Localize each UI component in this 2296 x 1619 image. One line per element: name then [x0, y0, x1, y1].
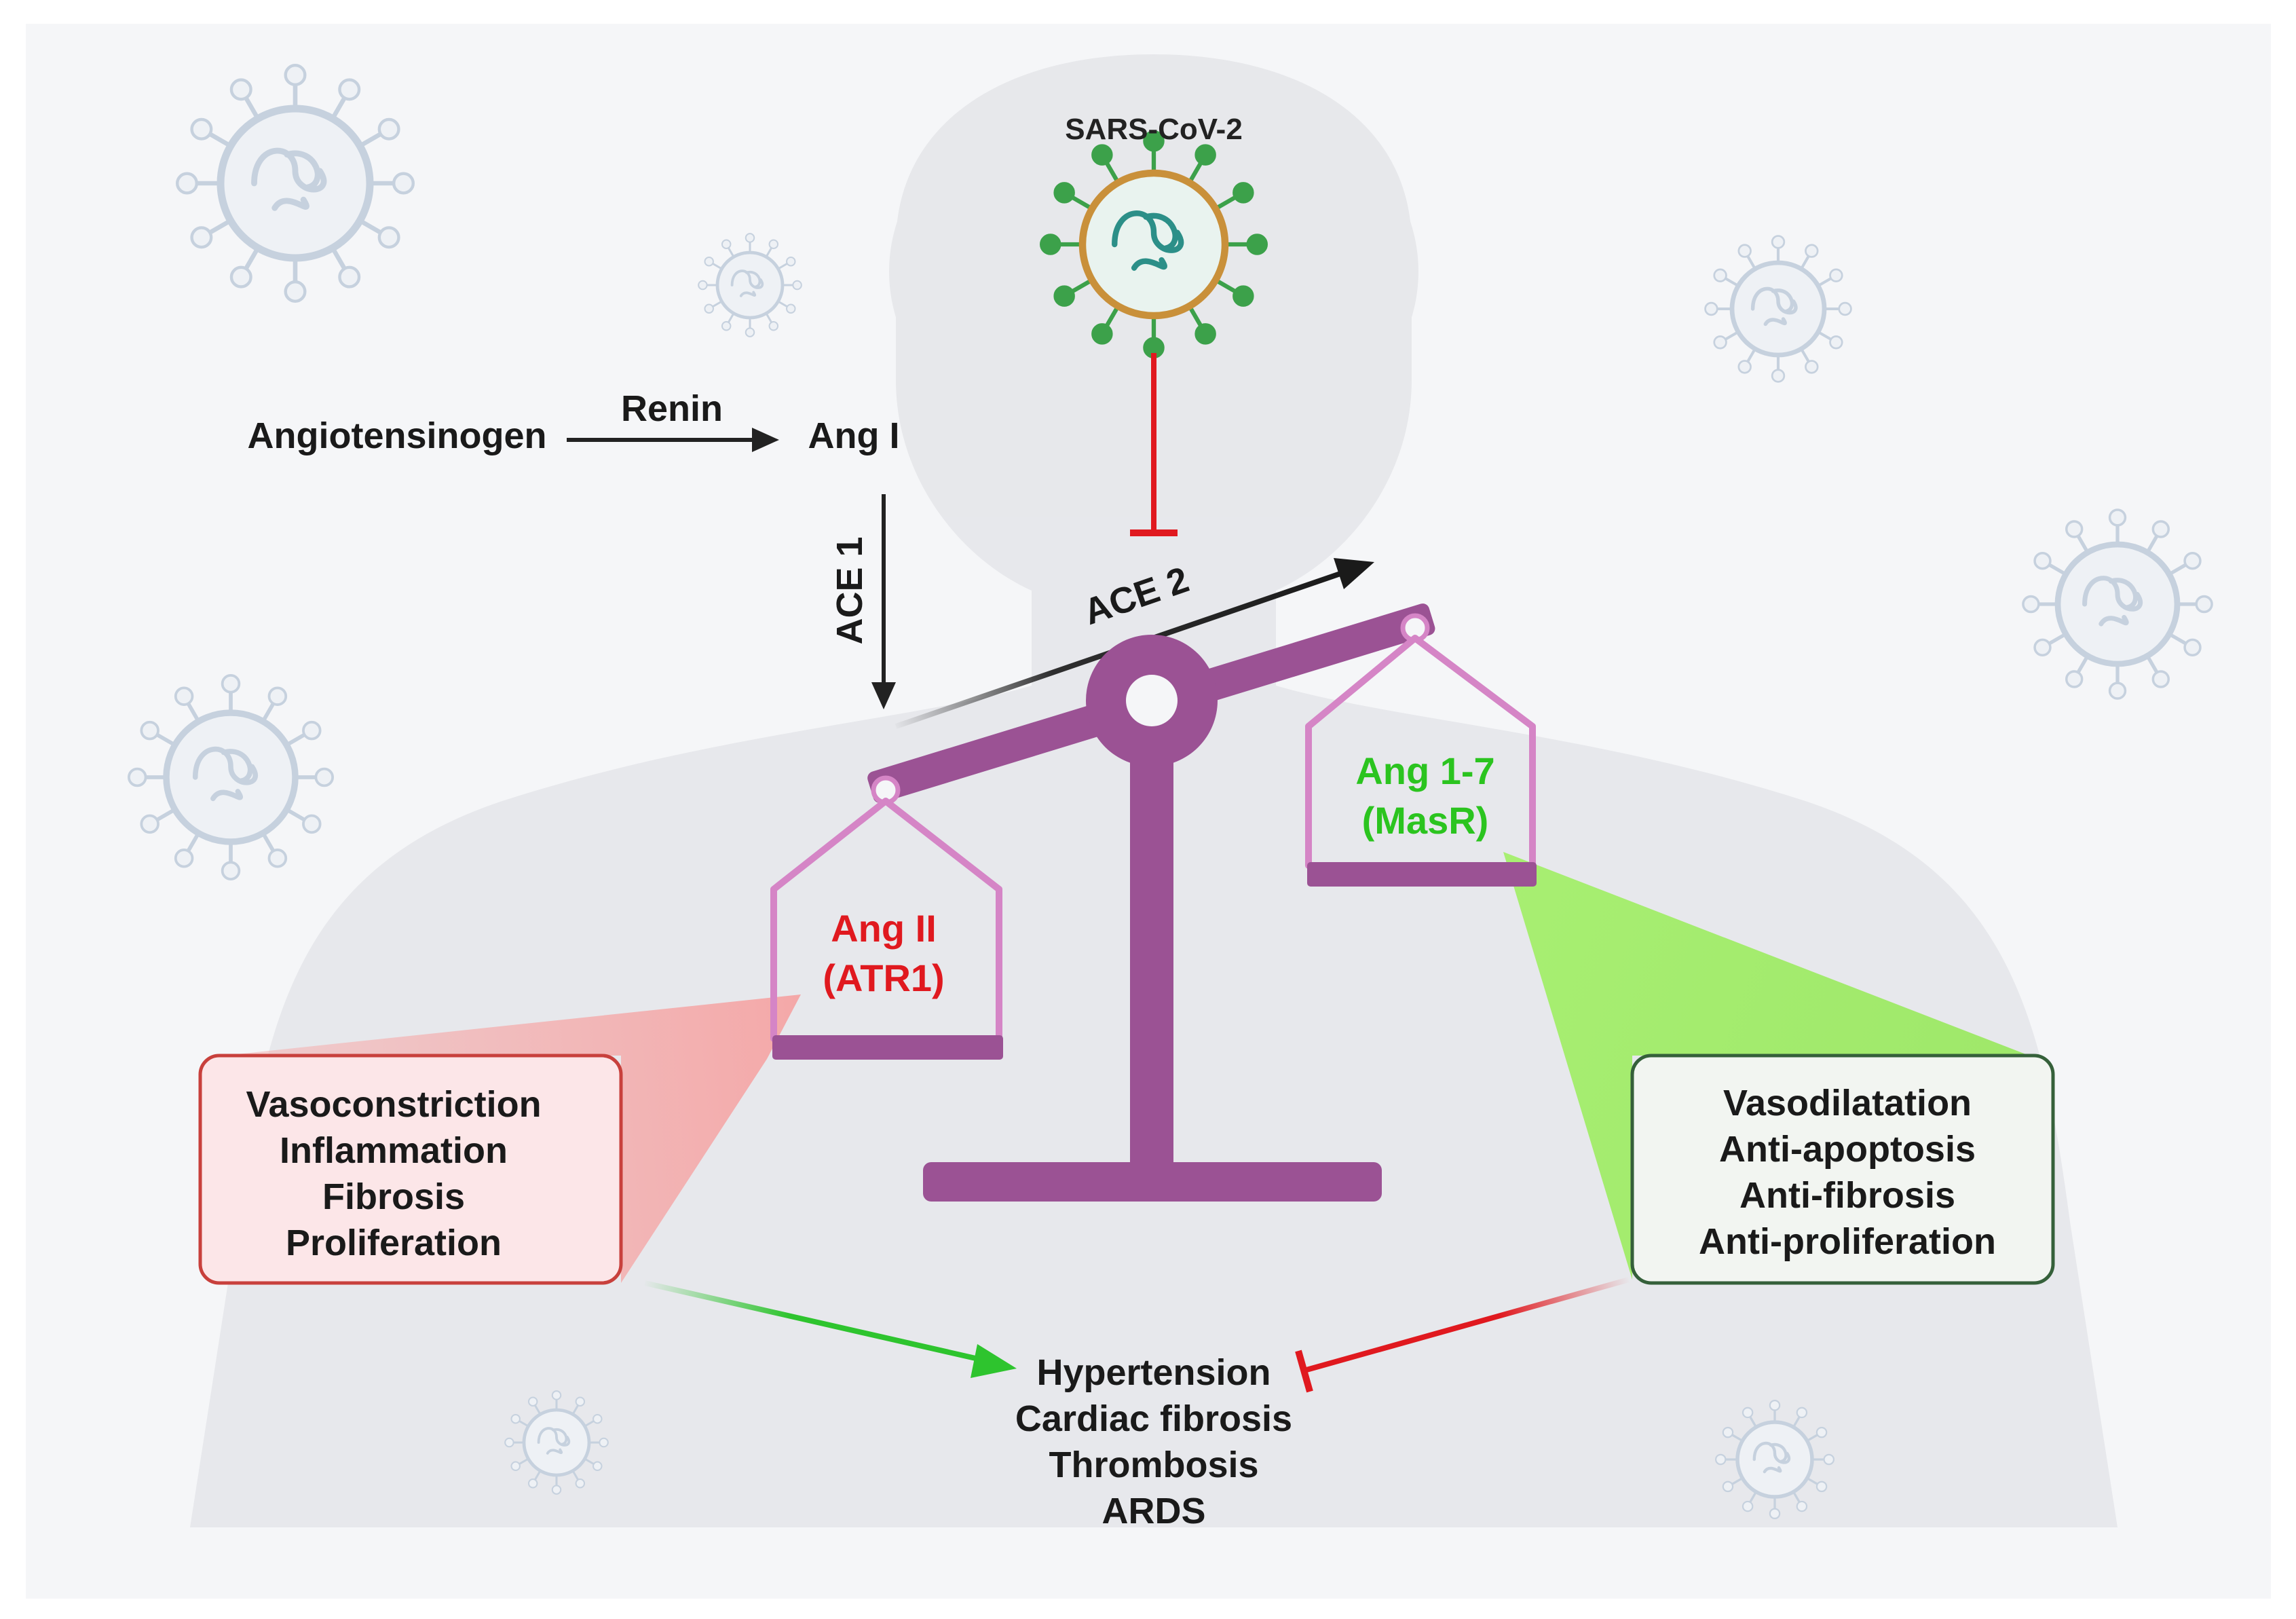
outcome-item: Cardiac fibrosis [1015, 1398, 1292, 1439]
right-effects-box [1630, 1054, 2055, 1285]
background-virus-icon [176, 63, 415, 303]
renin-arrow [567, 428, 779, 452]
right-pan-base [1307, 862, 1537, 887]
scale-base [923, 1162, 1382, 1202]
balance-scale [770, 603, 1537, 1202]
left-effect-item: Vasoconstriction [246, 1084, 541, 1125]
ace1-label: ACE 1 [829, 536, 870, 644]
inhibits-outcomes-arrow [1295, 1277, 1630, 1393]
scale-pivot-hole [1126, 675, 1178, 726]
left-effects-list: Vasoconstriction Inflammation Fibrosis P… [246, 1084, 541, 1263]
background-viruses [127, 63, 2213, 1520]
scale-post [1130, 733, 1173, 1181]
outcomes-list: Hypertension Cardiac fibrosis Thrombosis… [1015, 1352, 1292, 1531]
right-pan-label-line1: Ang 1-7 [1355, 749, 1494, 792]
right-pan-effect-wedge [1503, 852, 2029, 1280]
promotes-outcomes-arrow [644, 1280, 1017, 1378]
left-pan-base [772, 1035, 1003, 1060]
background-virus-icon [2022, 508, 2213, 700]
background-virus-icon [1715, 1400, 1835, 1520]
left-effect-item: Proliferation [286, 1223, 502, 1263]
background-virus-icon [127, 674, 334, 881]
right-effects-list: Vasodilatation Anti-apoptosis Anti-fibro… [1699, 1083, 1996, 1262]
background-virus-icon [698, 233, 802, 337]
background-virus-icon [1704, 235, 1852, 383]
ace1-arrow [871, 494, 896, 709]
left-effects-box [198, 1054, 623, 1285]
outcome-item: Thrombosis [1049, 1445, 1258, 1485]
ang1-label: Ang I [808, 415, 900, 456]
left-effect-item: Inflammation [280, 1130, 508, 1171]
left-pan-effect-wedge [224, 994, 801, 1283]
virus-label: SARS-CoV-2 [1065, 113, 1243, 146]
left-pan-label-line2: (ATR1) [823, 956, 944, 999]
background-virus-icon [504, 1390, 609, 1495]
outcome-item: ARDS [1102, 1491, 1205, 1531]
outcome-item: Hypertension [1036, 1352, 1271, 1393]
right-effect-item: Anti-fibrosis [1739, 1175, 1955, 1216]
virus-inhibits-ace2-arrow [1130, 353, 1178, 536]
renin-label: Renin [621, 388, 723, 429]
angiotensinogen-label: Angiotensinogen [248, 415, 547, 456]
left-pan-label-line1: Ang II [831, 907, 937, 950]
left-effect-item: Fibrosis [322, 1176, 465, 1217]
right-effect-item: Vasodilatation [1723, 1083, 1972, 1123]
right-effect-item: Anti-proliferation [1699, 1221, 1996, 1262]
right-effect-item: Anti-apoptosis [1719, 1129, 1976, 1170]
sars-cov-2-virus-icon [1039, 130, 1268, 359]
right-pan-label-line2: (MasR) [1362, 799, 1489, 842]
sars-cov-2-virus-icon [1039, 130, 1268, 359]
